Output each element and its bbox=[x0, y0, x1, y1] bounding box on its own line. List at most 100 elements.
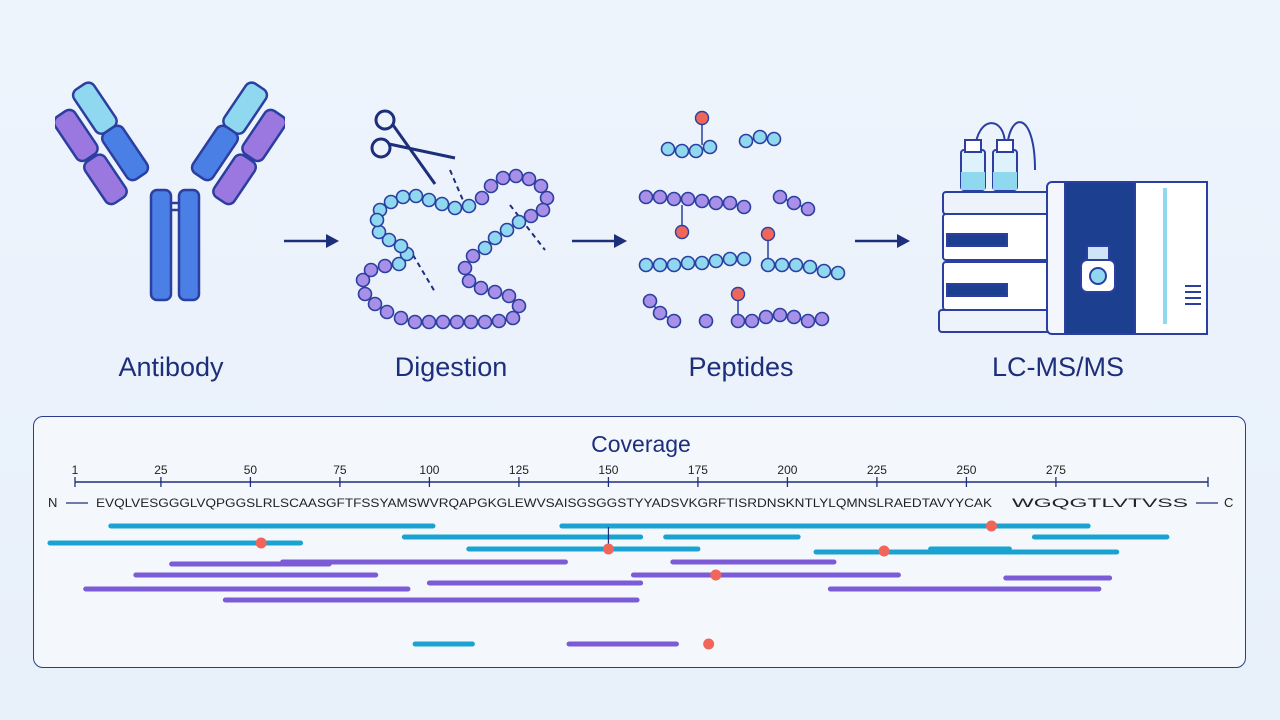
sequence-tail-text: WGQGTLVTVSS bbox=[1012, 496, 1188, 510]
amino-acid-bead bbox=[511, 298, 527, 314]
axis-tick-label: 125 bbox=[509, 463, 529, 477]
amino-acid-bead bbox=[698, 313, 714, 329]
modification-marker bbox=[255, 537, 267, 549]
amino-acid-bead bbox=[474, 190, 490, 206]
amino-acid-bead bbox=[463, 314, 479, 330]
cut-line bbox=[449, 169, 466, 206]
amino-acid-bead bbox=[357, 286, 373, 302]
axis-tick-label: 50 bbox=[244, 463, 258, 477]
amino-acid-bead bbox=[501, 288, 517, 304]
modification-dot bbox=[760, 226, 776, 242]
amino-acid-bead bbox=[355, 272, 371, 288]
amino-acid-bead bbox=[393, 310, 409, 326]
amino-acid-bead bbox=[730, 313, 746, 329]
amino-acid-bead bbox=[535, 202, 551, 218]
amino-acid-bead bbox=[461, 273, 477, 289]
amino-acid-bead bbox=[708, 195, 724, 211]
arrow-right-icon bbox=[284, 234, 339, 248]
amino-acid-bead bbox=[694, 193, 710, 209]
antibody-icon bbox=[55, 81, 285, 302]
amino-acid-bead bbox=[788, 257, 804, 273]
amino-acid-bead bbox=[652, 189, 668, 205]
amino-acid-bead bbox=[505, 310, 521, 326]
amino-acid-bead bbox=[800, 313, 816, 329]
amino-acid-bead bbox=[802, 259, 818, 275]
amino-acid-bead bbox=[499, 222, 515, 238]
amino-acid-bead bbox=[666, 191, 682, 207]
amino-acid-bead bbox=[674, 143, 690, 159]
amino-acid-bead bbox=[461, 198, 477, 214]
cut-line bbox=[412, 254, 436, 293]
axis-tick-label: 75 bbox=[333, 463, 347, 477]
amino-acid-bead bbox=[521, 171, 537, 187]
amino-acid-bead bbox=[421, 192, 437, 208]
amino-acid-bead bbox=[772, 189, 788, 205]
amino-acid-bead bbox=[408, 188, 424, 204]
amino-acid-bead bbox=[774, 257, 790, 273]
stage-label-lc-ms-ms: LC-MS/MS bbox=[991, 352, 1125, 382]
amino-acid-bead bbox=[487, 230, 503, 246]
amino-acid-bead bbox=[487, 284, 503, 300]
amino-acid-bead bbox=[511, 214, 527, 230]
amino-acid-bead bbox=[391, 256, 407, 272]
axis-tick-label: 100 bbox=[419, 463, 439, 477]
arrow-right-icon bbox=[572, 234, 627, 248]
axis-tick-label: 175 bbox=[688, 463, 708, 477]
amino-acid-bead bbox=[736, 199, 752, 215]
amino-acid-bead bbox=[786, 195, 802, 211]
modification-dot bbox=[730, 286, 746, 302]
modification-marker bbox=[710, 569, 722, 581]
n-terminus-label: N bbox=[48, 495, 57, 510]
scissors-icon bbox=[370, 109, 456, 185]
amino-acid-bead bbox=[377, 258, 393, 274]
amino-acid-bead bbox=[638, 257, 654, 273]
modification-marker bbox=[703, 638, 715, 650]
amino-acid-bead bbox=[642, 293, 658, 309]
modification-dot bbox=[674, 224, 690, 240]
amino-acid-bead bbox=[473, 280, 489, 296]
amino-acid-bead bbox=[760, 257, 776, 273]
amino-acid-bead bbox=[688, 143, 704, 159]
amino-acid-bead bbox=[722, 251, 738, 267]
amino-acid-bead bbox=[666, 257, 682, 273]
modification-marker bbox=[602, 543, 614, 555]
amino-acid-bead bbox=[383, 194, 399, 210]
amino-acid-bead bbox=[772, 307, 788, 323]
amino-acid-bead bbox=[435, 314, 451, 330]
axis-tick-label: 25 bbox=[154, 463, 168, 477]
amino-acid-bead bbox=[786, 309, 802, 325]
amino-acid-bead bbox=[367, 296, 383, 312]
amino-acid-bead bbox=[523, 208, 539, 224]
amino-acid-bead bbox=[369, 212, 385, 228]
amino-acid-bead bbox=[434, 196, 450, 212]
modification-dot bbox=[694, 110, 710, 126]
modification-marker bbox=[985, 520, 997, 532]
axis-tick-label: 250 bbox=[956, 463, 976, 477]
peptides-icon bbox=[638, 110, 846, 329]
amino-acid-bead bbox=[752, 129, 768, 145]
amino-acid-bead bbox=[800, 201, 816, 217]
amino-acid-bead bbox=[694, 255, 710, 271]
modification-marker bbox=[878, 545, 890, 557]
amino-acid-bead bbox=[449, 314, 465, 330]
c-terminus-label: C bbox=[1224, 495, 1233, 510]
amino-acid-bead bbox=[457, 260, 473, 276]
amino-acid-bead bbox=[379, 304, 395, 320]
cut-line bbox=[509, 204, 546, 251]
axis-tick-label: 225 bbox=[867, 463, 887, 477]
amino-acid-bead bbox=[652, 305, 668, 321]
amino-acid-bead bbox=[816, 263, 832, 279]
amino-acid-bead bbox=[758, 309, 774, 325]
arrow-right-icon bbox=[855, 234, 910, 248]
amino-acid-bead bbox=[766, 131, 782, 147]
stage-label-digestion: Digestion bbox=[394, 352, 508, 382]
amino-acid-bead bbox=[477, 240, 493, 256]
amino-acid-bead bbox=[680, 255, 696, 271]
amino-acid-bead bbox=[421, 314, 437, 330]
amino-acid-bead bbox=[465, 248, 481, 264]
amino-acid-bead bbox=[666, 313, 682, 329]
amino-acid-bead bbox=[660, 141, 676, 157]
amino-acid-bead bbox=[447, 200, 463, 216]
amino-acid-bead bbox=[736, 251, 752, 267]
